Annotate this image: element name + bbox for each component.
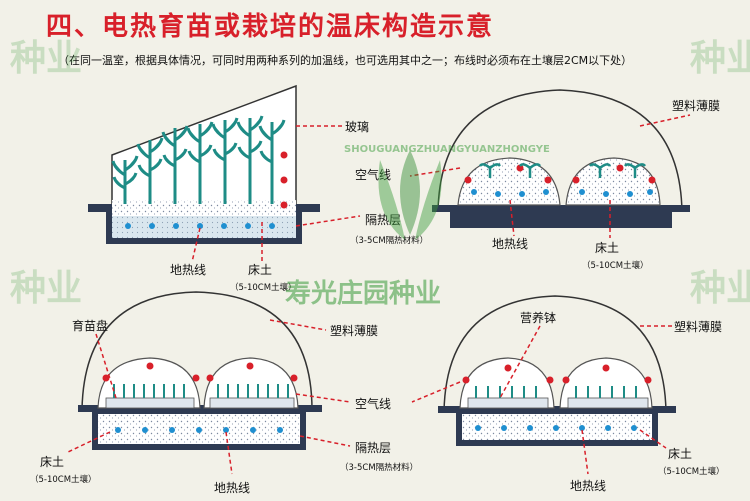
label-plastic-film-2: 塑料薄膜 xyxy=(330,323,378,338)
center-labels: 空气线 隔热层 （3-5CM隔热材料） xyxy=(350,167,428,246)
ground-wire-dots-1 xyxy=(125,223,275,229)
watermark-side-2: 种业 xyxy=(10,268,82,309)
watermark-arc-text: SHOUGUANGZHUANGYUANZHONGYE xyxy=(344,144,550,155)
seedlings-4 xyxy=(475,386,637,398)
label-bed-soil-1: 床土 xyxy=(248,263,272,277)
label-insulation-note-2: （3-5CM隔热材料） xyxy=(340,462,418,473)
insulation-layer-1 xyxy=(112,214,296,238)
label-bed-soil-2: 床土 xyxy=(595,241,619,255)
seedling-tray-right xyxy=(209,397,295,409)
label-plastic-film-3: 塑料薄膜 xyxy=(674,319,722,334)
film-arch-3 xyxy=(443,295,667,413)
seedling-tray-left xyxy=(105,397,195,409)
mini-tunnel-right-1 xyxy=(565,157,661,206)
ground-wire-dots-3 xyxy=(115,427,283,433)
watermark-side-3: 种业 xyxy=(690,38,750,79)
label-air-wire-2: 空气线 xyxy=(355,396,391,411)
label-soil-note-3: （5-10CM土壤） xyxy=(30,474,97,485)
air-heat-dots-2 xyxy=(464,164,656,184)
bottom-center-labels: 塑料薄膜 空气线 隔热层 （3-5CM隔热材料） xyxy=(330,323,418,473)
glass-hotbed: 玻璃 地热线 床土 （5-10CM土壤） xyxy=(88,84,369,293)
label-bed-soil-4: 床土 xyxy=(668,447,692,461)
air-heat-dots-3 xyxy=(102,362,298,382)
label-bed-soil-3: 床土 xyxy=(40,455,64,469)
page-title: 四、电热育苗或栽培的温床构造示意 xyxy=(46,12,495,42)
air-heat-dots-4 xyxy=(462,364,652,384)
watermark-brand: 寿光庄园种业 xyxy=(285,278,441,309)
watermark-side-1: 种业 xyxy=(10,38,82,79)
seedlings-1 xyxy=(111,115,286,204)
watermark-side-texts: 种业 种业 种业 种业 xyxy=(10,38,750,309)
label-plastic-film-1: 塑料薄膜 xyxy=(672,98,720,113)
seedlings-2 xyxy=(479,163,646,178)
film-arch-2 xyxy=(81,291,313,411)
label-glass: 玻璃 xyxy=(345,120,369,134)
ground-wire-dots-4 xyxy=(475,425,637,431)
mini-tunnel-left-1 xyxy=(457,157,561,206)
label-insulation-note-1: （3-5CM隔热材料） xyxy=(350,235,428,246)
seedling-tray-hotbed: 育苗盘 床土 （5-10CM土壤） 地热线 xyxy=(30,291,351,495)
air-heat-dots-1 xyxy=(280,151,288,209)
page-subtitle: （在同一温室，根据具体情况，可同时用两种系列的加温线，也可选用其中之一；布线时必… xyxy=(58,54,633,67)
label-air-wire-1: 空气线 xyxy=(355,167,391,182)
film-arch-1 xyxy=(437,89,683,213)
label-seedling-tray: 育苗盘 xyxy=(72,318,108,333)
label-ground-wire-1: 地热线 xyxy=(170,263,206,277)
nutrition-pots xyxy=(467,397,649,409)
bed-frame-2 xyxy=(432,205,690,228)
watermark-side-4: 种业 xyxy=(690,268,750,309)
label-soil-note-2: （5-10CM土壤） xyxy=(582,260,649,271)
soil-layer-1 xyxy=(112,200,296,216)
label-ground-wire-3: 地热线 xyxy=(214,481,250,495)
label-soil-note-1: （5-10CM土壤） xyxy=(230,282,297,293)
label-ground-wire-4: 地热线 xyxy=(570,479,606,493)
label-insulation-2: 隔热层 xyxy=(355,441,391,455)
ground-wire-dots-2 xyxy=(471,189,653,197)
label-nutrition-pot: 营养钵 xyxy=(520,310,556,325)
label-ground-wire-2: 地热线 xyxy=(492,237,528,251)
film-arch-hotbed-1: 塑料薄膜 地热线 床土 （5-10CM土壤） xyxy=(409,89,720,271)
label-soil-note-4: （5-10CM土壤） xyxy=(658,466,725,477)
nutrition-pot-hotbed: 营养钵 塑料薄膜 床土 （5-10CM土壤） 地热线 xyxy=(411,295,725,493)
watermark-logo xyxy=(378,150,442,240)
label-insulation-1: 隔热层 xyxy=(365,213,401,227)
